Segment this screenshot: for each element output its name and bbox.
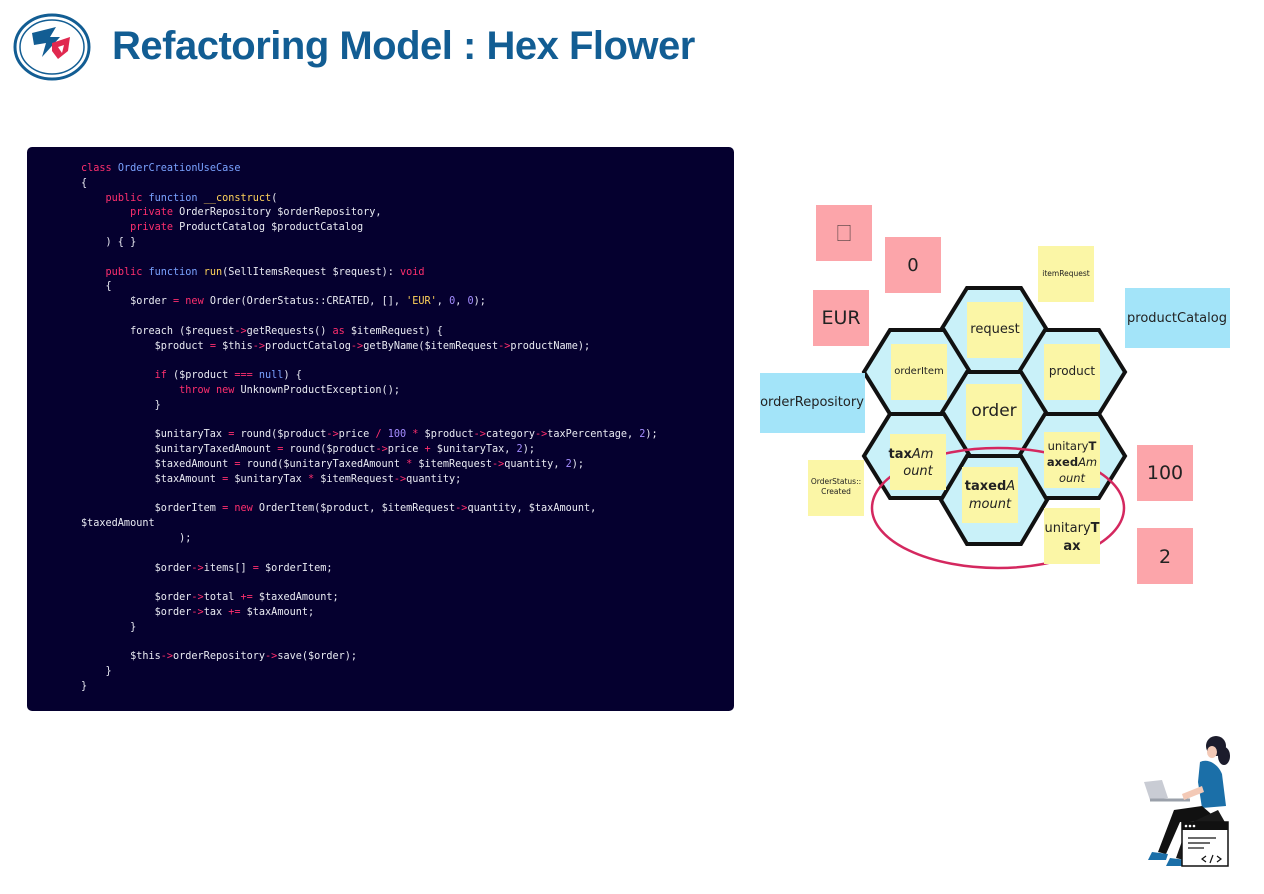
svg-text:productCatalog: productCatalog [1127,311,1227,326]
developer-illustration [1144,736,1230,867]
svg-text:orderRepository: orderRepository [760,395,864,410]
code-line: $taxedAmount = round($unitaryTaxedAmount… [81,458,585,470]
svg-text:order: order [971,401,1016,421]
code-line: class OrderCreationUseCase [81,163,241,174]
svg-text:taxedA: taxedA [965,479,1015,494]
svg-text:0: 0 [907,255,918,276]
svg-text:axedAm: axedAm [1047,455,1097,469]
code-block: class OrderCreationUseCase { public func… [81,162,658,695]
code-line: $order = new Order(OrderStatus::CREATED,… [81,296,486,308]
code-line: ); [81,532,192,544]
dependency-note-productCatalog: productCatalog [1125,288,1230,348]
code-line: public function __construct( [105,192,278,204]
code-line: } [81,621,137,633]
svg-text:100: 100 [1147,462,1183,484]
svg-text:Created: Created [821,487,851,496]
code-line: private ProductCatalog $productCatalog [130,222,364,234]
svg-text:unitaryT: unitaryT [1044,521,1099,536]
svg-text:unitaryT: unitaryT [1048,439,1097,453]
company-logo [13,13,91,81]
svg-text:🗌: 🗌 [837,224,851,245]
code-line: $product = $this->productCatalog->getByN… [81,340,591,352]
svg-text:ount: ount [903,464,933,479]
code-line: if ($product === null) { [154,370,302,382]
note-unitaryTaxedAmount: unitaryT axedAm ount [1044,432,1100,488]
svg-text:orderItem: orderItem [894,366,943,377]
svg-text:mount: mount [969,497,1012,512]
note-orderItem: orderItem [891,344,947,400]
code-panel: class OrderCreationUseCase { public func… [27,147,734,711]
note-orderStatus-created: OrderStatus:: Created [808,460,864,516]
constant-note-100: 100 [1137,445,1193,501]
constant-note-eur: EUR [813,290,869,346]
code-line: $order->total += $taxedAmount; [81,592,339,604]
code-line: { [81,281,112,293]
svg-text:taxAm: taxAm [889,447,934,462]
svg-text:ount: ount [1059,471,1086,485]
code-line: $this->orderRepository->save($order); [81,651,358,663]
svg-text:2: 2 [1159,546,1171,568]
code-line: } [81,399,161,411]
grouping-ellipse [870,446,1126,570]
constant-note-2: 2 [1137,528,1193,584]
code-line: $unitaryTaxedAmount = round($product->pr… [81,444,535,456]
code-line: $taxAmount = $unitaryTax * $itemRequest-… [81,473,462,485]
note-taxAmount: taxAm ount [889,434,946,490]
svg-text:request: request [970,322,1019,337]
note-itemRequest: itemRequest [1038,246,1094,302]
hex-flower-diagram: 🗌 0 EUR 100 2 productCatalog orderReposi… [760,205,1230,584]
code-line: } [81,680,88,692]
code-line: private OrderRepository $orderRepository… [130,207,382,219]
code-line: } [81,666,112,678]
svg-text:OrderStatus::: OrderStatus:: [811,477,861,486]
svg-text:itemRequest: itemRequest [1042,269,1089,278]
code-line: $order->tax += $taxAmount; [81,606,315,618]
code-line: public function run(SellItemsRequest $re… [105,266,425,278]
svg-text:product: product [1049,364,1095,378]
svg-text:EUR: EUR [821,307,860,329]
page-title: Refactoring Model : Hex Flower [112,24,695,68]
constant-note-zero: 0 [885,237,941,293]
code-line: ) { } [81,236,137,248]
note-request: request [967,302,1023,358]
constant-note-square: 🗌 [816,205,872,261]
dependency-note-orderRepository: orderRepository [760,373,865,433]
note-unitaryTax: unitaryT ax [1044,508,1100,564]
note-order: order [966,384,1022,440]
code-line: $order->items[] = $orderItem; [81,562,333,574]
code-line: $taxedAmount [81,518,155,530]
code-line: { [81,177,88,189]
note-product: product [1044,344,1100,400]
code-line: $orderItem = new OrderItem($product, $it… [81,503,597,515]
svg-text:ax: ax [1063,539,1081,554]
code-line: foreach ($request->getRequests() as $ite… [81,325,443,337]
code-line: throw new UnknownProductException(); [179,384,400,396]
code-line: $unitaryTax = round($product->price / 10… [81,429,658,441]
note-taxedAmount: taxedA mount [962,467,1018,523]
